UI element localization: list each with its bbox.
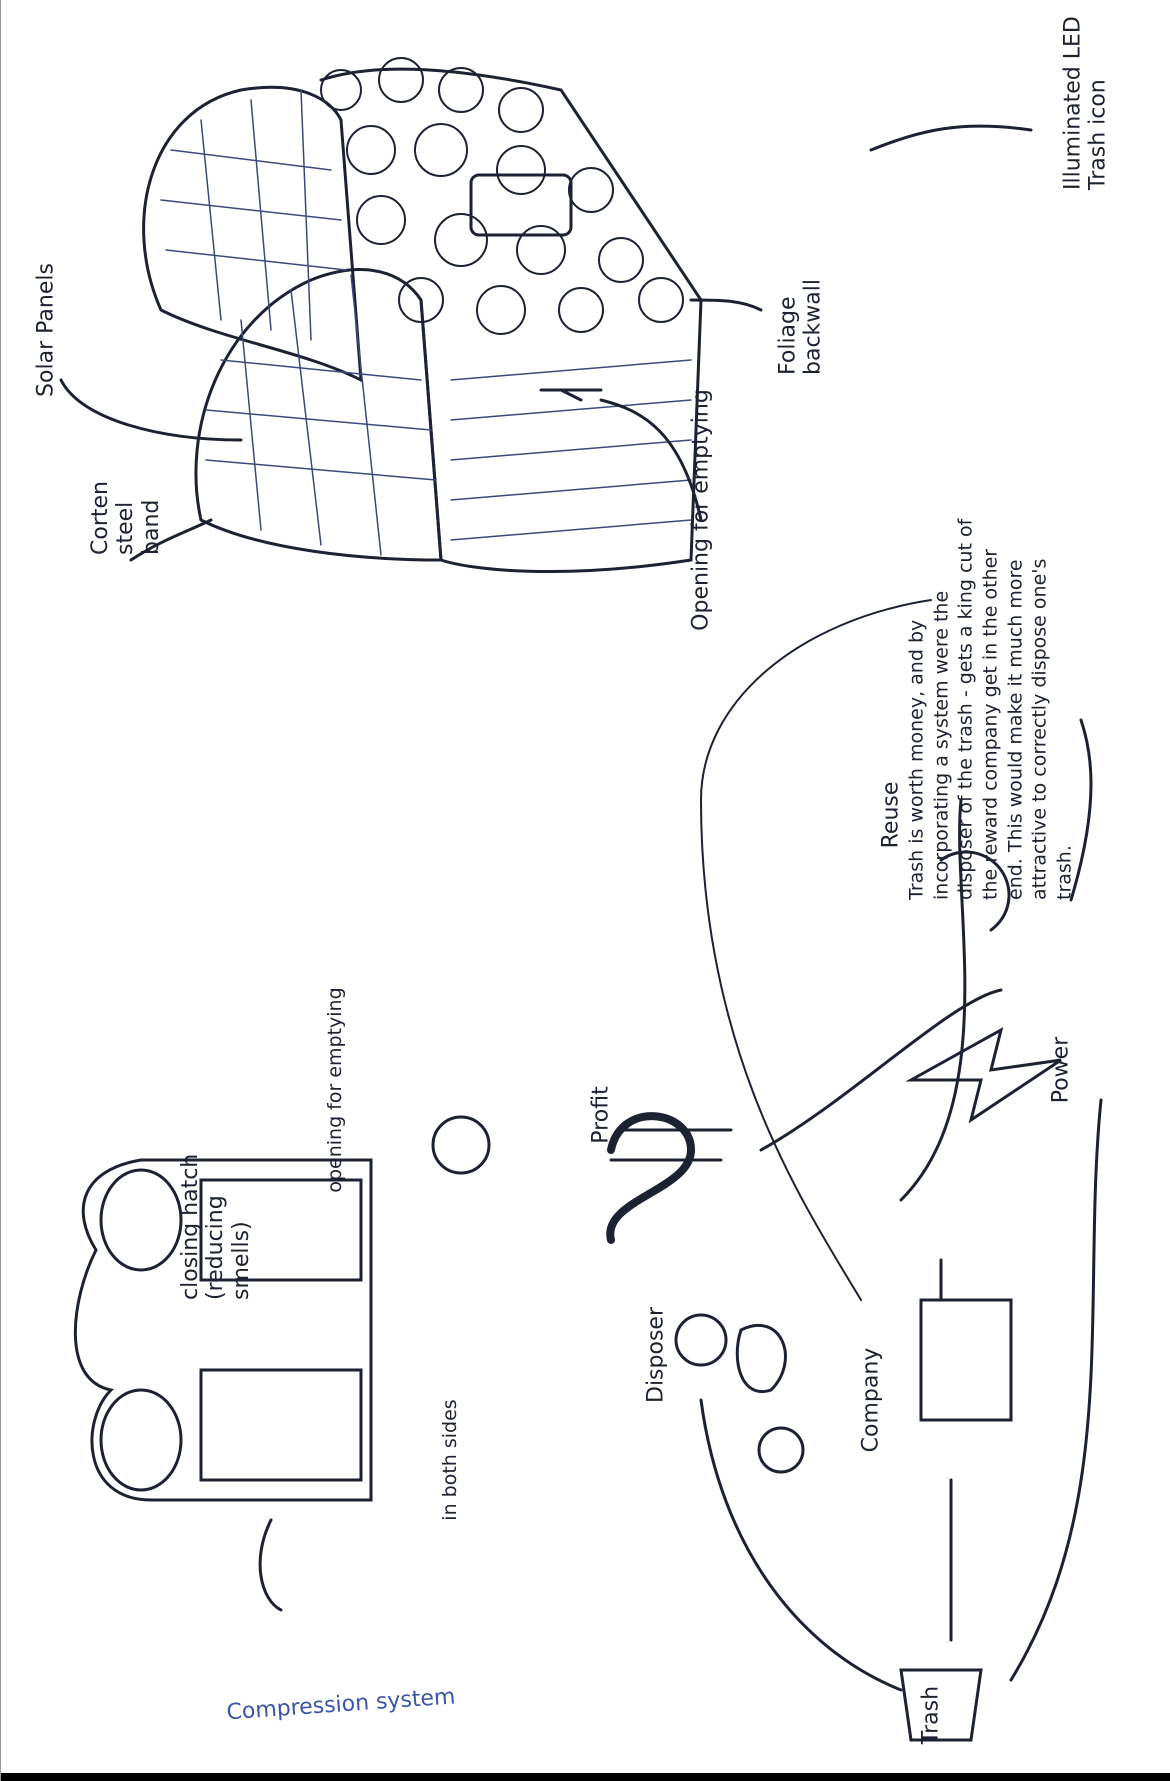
label-corten-steel-band: Corten steel band [88, 481, 164, 555]
label-both-sides: in both sides [439, 1399, 462, 1521]
label-led-trash-icon: Illuminated LED Trash icon [1060, 16, 1111, 190]
bottom-border [1, 1773, 1170, 1781]
label-trash: Trash [918, 1685, 944, 1745]
label-company: Company [858, 1347, 884, 1453]
label-disposer: Disposer [643, 1307, 669, 1403]
trash-unit-section-drawing [73, 1115, 491, 1612]
label-power: Power [1048, 1036, 1074, 1104]
label-foliage-backwall: Foliage backwall [775, 279, 826, 375]
reuse-icon [939, 850, 1011, 932]
label-section-opening: opening for emptying [324, 987, 347, 1193]
label-reuse: Reuse [878, 781, 904, 849]
trash-bin-icon [899, 1668, 983, 1742]
label-closing-hatch: closing hatch (reducing smells) [178, 1153, 254, 1300]
label-opening-for-emptying: Opening for emptying [688, 389, 714, 631]
note-paragraph: Trash is worth money, and by incorporati… [905, 518, 1076, 900]
trash-value-cycle [606, 599, 1103, 1742]
power-bolt-icon [905, 1027, 1062, 1124]
trash-unit-perspective-drawing [59, 57, 1033, 574]
trash-ball-icon [757, 1426, 805, 1474]
label-profit: Profit [588, 1086, 614, 1144]
led-trash-icon [469, 173, 573, 237]
label-solar-panels: Solar Panels [33, 263, 59, 397]
dollar-icon [606, 1112, 696, 1244]
company-factory-icon [919, 1258, 1013, 1422]
disposer-head-icon [674, 1313, 728, 1367]
